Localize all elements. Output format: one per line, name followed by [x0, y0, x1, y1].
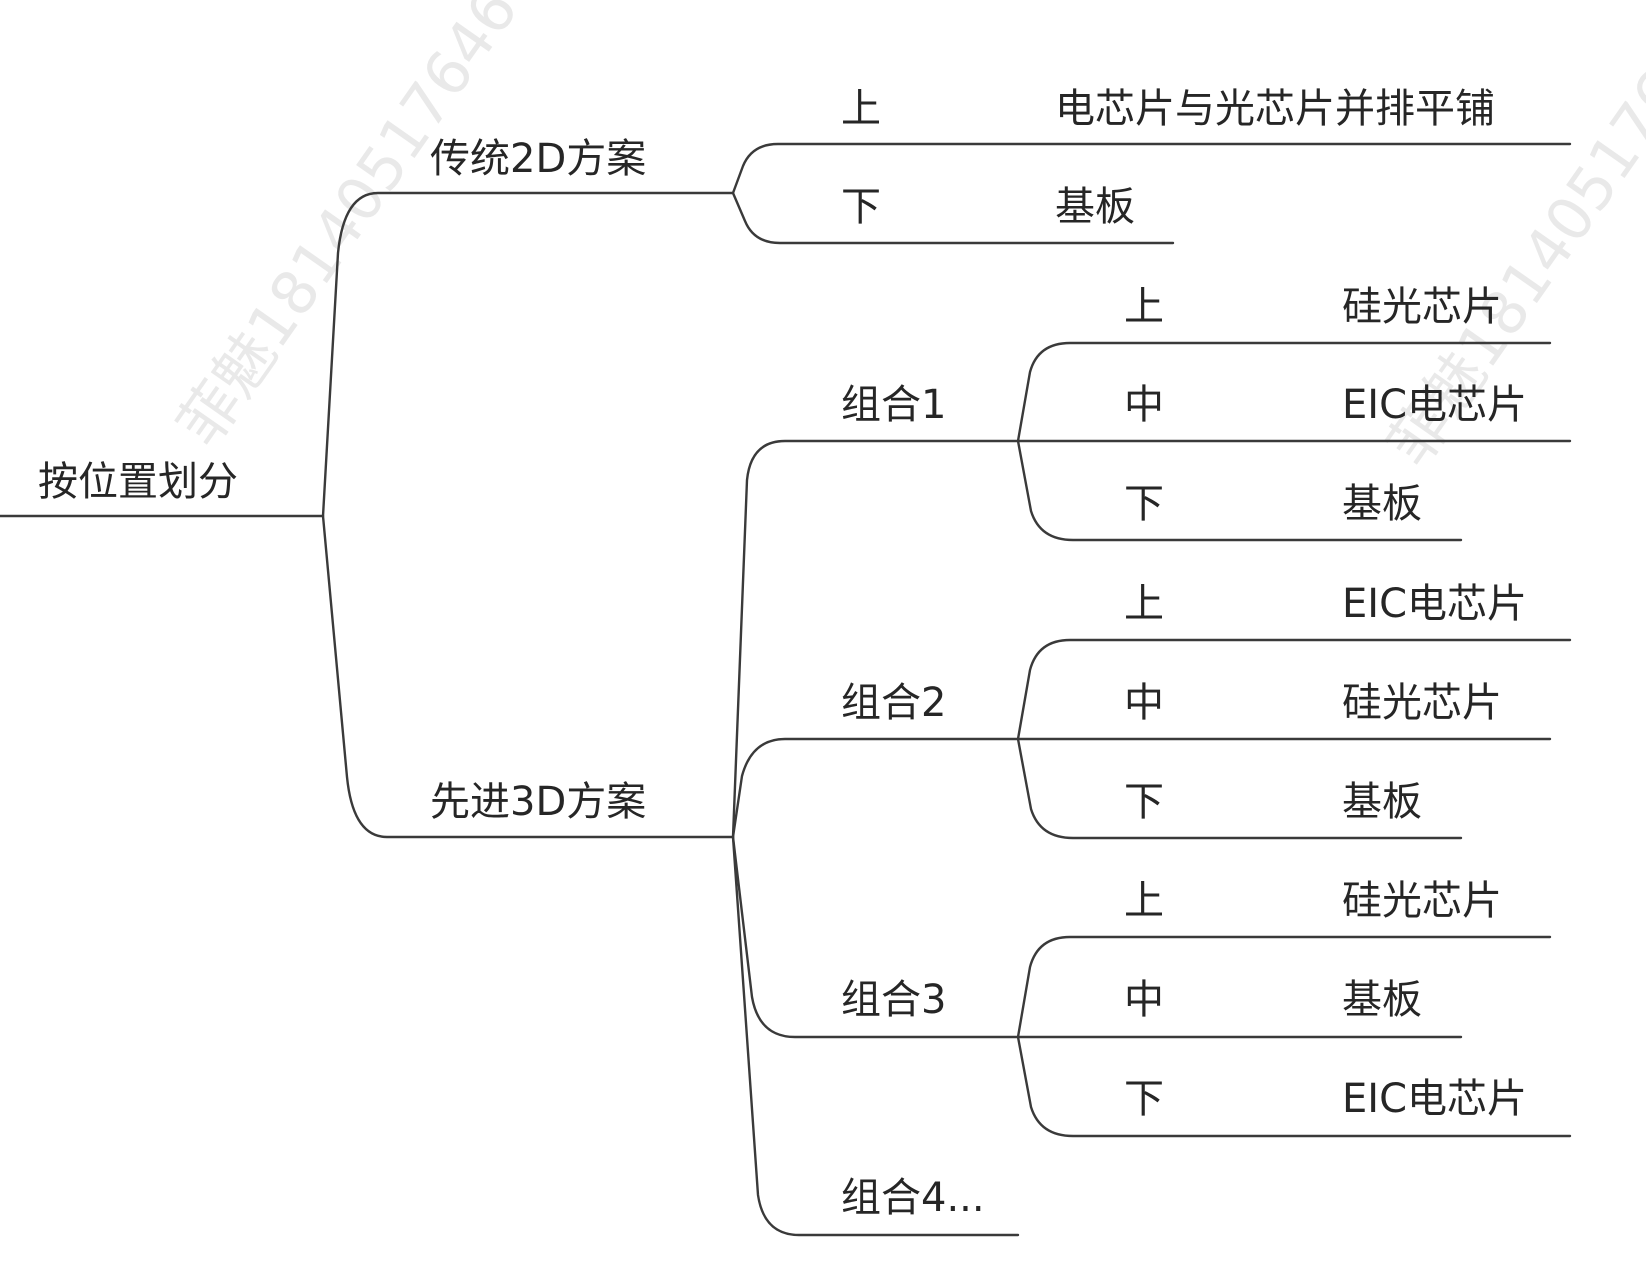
- edge-2d-top: [731, 142, 1572, 195]
- edge-g3-top: [1016, 935, 1552, 1039]
- group-2-bottom-pos: 下: [1124, 779, 1164, 825]
- group-1-mid-value: EIC电芯片: [1342, 382, 1527, 428]
- group-3-bottom-pos: 下: [1124, 1076, 1164, 1122]
- group-3-mid-value: 基板: [1342, 977, 1422, 1023]
- group-2-top-pos: 上: [1124, 581, 1164, 627]
- group-3-mid-pos: 中: [1124, 977, 1164, 1023]
- node-labels: 按位置划分 传统2D方案 上 电芯片与光芯片并排平铺 下 基板 先进3D方案 组…: [38, 86, 1527, 1221]
- branch-3d-label: 先进3D方案: [430, 779, 646, 825]
- watermark-1: 菲魅18140517646: [165, 0, 532, 459]
- group-1-mid-pos: 中: [1124, 382, 1164, 428]
- group-2-top-value: EIC电芯片: [1342, 581, 1527, 627]
- group-3-bottom-value: EIC电芯片: [1342, 1076, 1527, 1122]
- root-node-label: 按位置划分: [38, 459, 238, 505]
- branch-2d-top-value: 电芯片与光芯片并排平铺: [1055, 86, 1495, 132]
- group-1-label: 组合1: [841, 382, 946, 428]
- group-2-label: 组合2: [841, 680, 946, 726]
- group-2-bottom-value: 基板: [1342, 779, 1422, 825]
- edge-g1-top: [1016, 341, 1552, 443]
- group-3-top-pos: 上: [1124, 878, 1164, 924]
- group-2-mid-pos: 中: [1124, 680, 1164, 726]
- edge-g2-bottom: [1016, 737, 1463, 840]
- branch-2d-bottom-value: 基板: [1055, 184, 1135, 230]
- group-4-label: 组合4...: [841, 1175, 985, 1221]
- group-1-bottom-value: 基板: [1342, 481, 1422, 527]
- edge-3d-group2: [731, 737, 1020, 839]
- edge-root-branch-2d: [321, 191, 735, 518]
- edge-3d-group3: [731, 835, 1020, 1039]
- group-2-mid-value: 硅光芯片: [1342, 680, 1502, 726]
- branch-2d-label: 传统2D方案: [430, 136, 646, 182]
- branch-2d-bottom-pos: 下: [841, 184, 881, 230]
- edge-3d-group1: [731, 439, 1020, 839]
- group-1-bottom-pos: 下: [1124, 481, 1164, 527]
- group-3-label: 组合3: [841, 977, 946, 1023]
- edge-g3-bottom: [1016, 1035, 1572, 1138]
- connector-lines: [0, 142, 1572, 1237]
- edge-2d-bottom: [731, 191, 1175, 245]
- branch-2d-top-pos: 上: [841, 86, 881, 132]
- edge-g2-top: [1016, 638, 1572, 741]
- group-1-top-value: 硅光芯片: [1342, 284, 1502, 330]
- edge-root-branch-3d: [321, 514, 735, 839]
- edge-3d-group4: [731, 835, 1020, 1237]
- edge-g1-bottom: [1016, 439, 1463, 542]
- group-1-top-pos: 上: [1124, 284, 1164, 330]
- group-3-top-value: 硅光芯片: [1342, 878, 1502, 924]
